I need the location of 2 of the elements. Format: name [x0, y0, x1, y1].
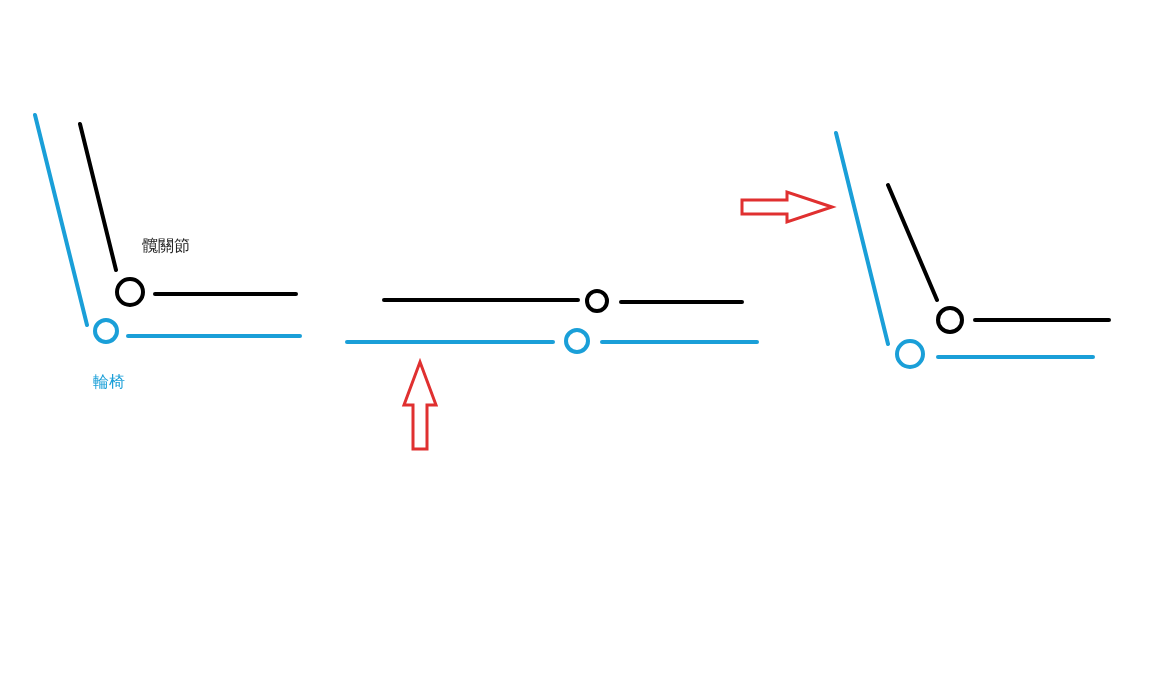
- wheelchair-label: 輪椅: [93, 372, 125, 392]
- joint-label: 髖關節: [142, 236, 190, 256]
